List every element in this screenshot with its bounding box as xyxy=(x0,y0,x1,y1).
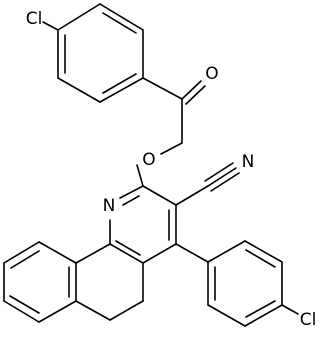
bond-c4-aryl xyxy=(175,243,209,263)
bond-carbonyl-o-2 xyxy=(185,85,206,105)
dihydro-ring xyxy=(75,243,144,321)
bond-cl-bottom xyxy=(281,304,299,315)
atom-label-cl-top: Cl xyxy=(26,9,43,29)
bottom-chlorophenyl-ring xyxy=(207,240,283,327)
bond-ch2-o xyxy=(160,142,183,155)
benzo-ring xyxy=(3,241,77,323)
nitrile-triple-3 xyxy=(210,172,240,192)
atom-label-n-nitrile: N xyxy=(242,152,255,172)
pyridine-ring xyxy=(109,185,177,264)
atom-label-o-ether: O xyxy=(142,150,155,170)
bond-c3-cn xyxy=(175,185,209,206)
nitrile-triple-1 xyxy=(207,167,237,187)
bond-ring-carbonyl xyxy=(142,77,183,100)
bond-o-c2 xyxy=(136,164,144,187)
atom-label-o-ketone: O xyxy=(205,64,218,84)
bond-cl-top xyxy=(42,21,59,31)
atom-label-n-ring: N xyxy=(103,196,116,216)
bond-carbonyl-o-1 xyxy=(181,80,202,100)
atom-label-cl-bottom: Cl xyxy=(300,310,317,330)
nitrile-triple-2 xyxy=(204,162,234,182)
top-chlorophenyl-ring xyxy=(57,3,144,103)
